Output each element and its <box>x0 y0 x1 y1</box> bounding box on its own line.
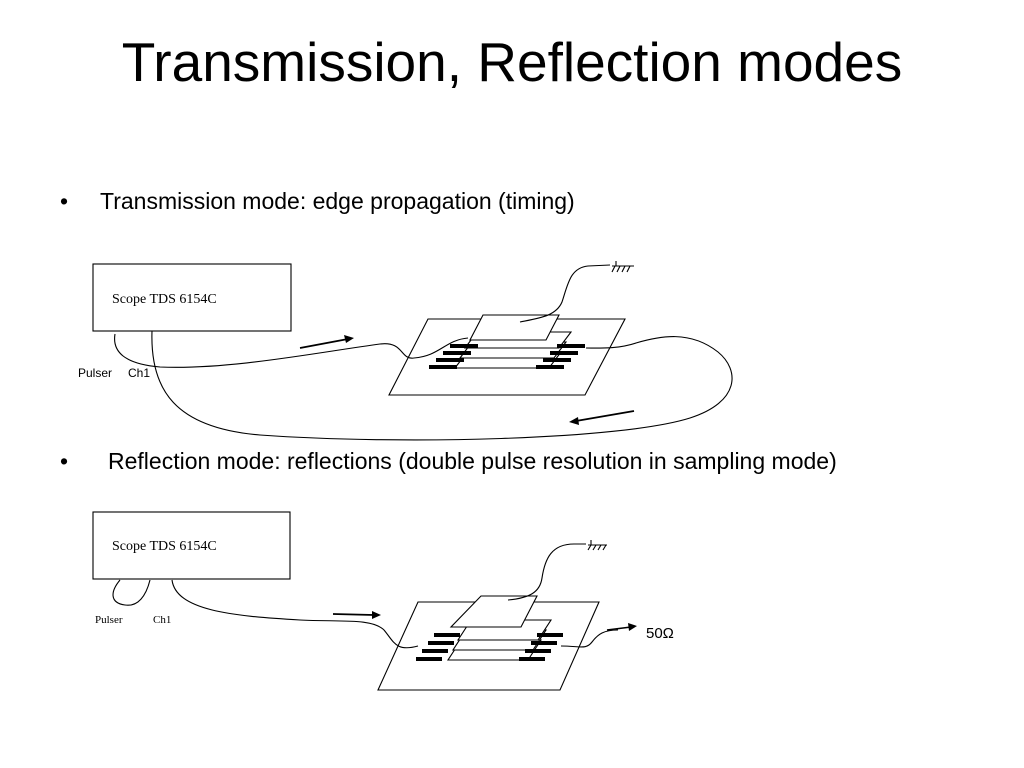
termination-label: 50Ω <box>646 625 674 642</box>
reflection-diagram: Scope TDS 6154C Pulser Ch1 <box>92 511 674 691</box>
pulser-cable <box>114 333 469 368</box>
transmission-diagram: Scope TDS 6154C Pulser Ch1 <box>78 261 733 441</box>
scope-box <box>92 511 291 580</box>
ch1-cable <box>171 579 419 649</box>
ground-wire <box>507 543 586 601</box>
board-layer <box>449 595 538 628</box>
ground-icon <box>611 261 634 273</box>
arrow-right-icon <box>299 335 354 349</box>
bullet-marker: • <box>60 188 69 214</box>
pulser-label: Pulser <box>95 614 123 626</box>
ch1-label: Ch1 <box>128 366 150 380</box>
pulser-label: Pulser <box>78 366 112 380</box>
scope-box <box>92 263 292 332</box>
connector-pins <box>416 633 563 661</box>
board-plane <box>377 601 600 691</box>
bullet-marker: • <box>60 448 69 474</box>
arrow-right-icon <box>606 623 637 631</box>
bullet-text: Reflection mode: reflections (double pul… <box>108 448 837 474</box>
ground-icon <box>587 540 607 551</box>
board-layer <box>469 314 560 341</box>
arrow-left-icon <box>569 410 635 425</box>
slide-title: Transmission, Reflection modes <box>121 31 903 93</box>
board-plane <box>388 318 626 396</box>
ch1-label: Ch1 <box>153 614 171 626</box>
bullet-text: Transmission mode: edge propagation (tim… <box>100 188 575 214</box>
termination-cable <box>560 629 619 648</box>
pulser-loop-cable <box>112 579 151 606</box>
ch1-return-cable <box>151 330 733 441</box>
arrow-right-icon <box>332 611 381 619</box>
scope-label: Scope TDS 6154C <box>112 539 217 554</box>
connector-pins <box>429 344 585 369</box>
scope-label: Scope TDS 6154C <box>112 292 217 307</box>
ground-wire <box>519 264 611 323</box>
